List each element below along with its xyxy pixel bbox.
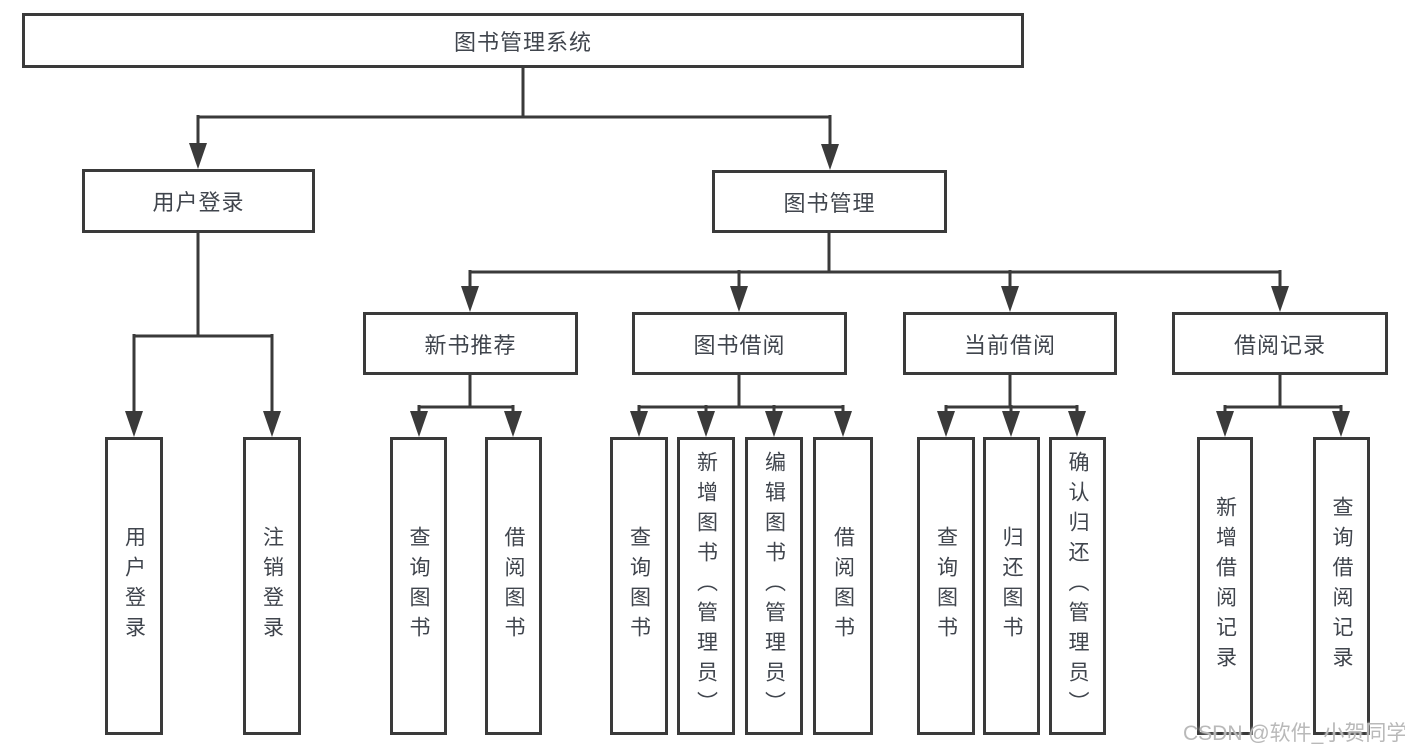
node-br-add-record-label: 新增借阅记录 <box>1213 496 1237 676</box>
node-cb-query-books-label: 查询图书 <box>934 526 958 646</box>
connector-bookmgmt <box>468 233 1282 290</box>
arrow-icon <box>189 143 207 169</box>
node-login-label: 用户登录 <box>122 526 146 646</box>
node-rec-borrow-books: 借阅图书 <box>485 437 542 735</box>
arrow-icon <box>410 411 428 437</box>
node-bb-borrow-books-label: 借阅图书 <box>831 526 855 646</box>
arrow-icon <box>1271 286 1289 312</box>
node-login: 用户登录 <box>105 437 163 735</box>
node-bb-add-books-label: 新增图书（管理员） <box>694 451 718 721</box>
arrow-icon <box>504 411 522 437</box>
arrow-icon <box>821 144 839 170</box>
node-user-login: 用户登录 <box>82 169 315 233</box>
node-bb-borrow-books: 借阅图书 <box>813 437 873 735</box>
node-root-label: 图书管理系统 <box>453 29 592 55</box>
connector-borrowrecords <box>1223 375 1343 416</box>
connector-bookborrow <box>637 375 845 416</box>
node-cb-return-books-label: 归还图书 <box>1000 526 1023 646</box>
node-new-book-rec-label: 新书推荐 <box>424 332 517 358</box>
connector-newbookrec <box>417 375 515 416</box>
node-bb-edit-books: 编辑图书（管理员） <box>745 437 803 735</box>
arrow-icon <box>730 286 748 312</box>
arrow-icon <box>263 411 281 437</box>
node-bb-add-books: 新增图书（管理员） <box>677 437 735 735</box>
node-cb-confirm-return-label: 确认归还（管理员） <box>1066 451 1089 721</box>
arrow-icon <box>630 411 648 437</box>
arrow-icon <box>834 411 852 437</box>
node-borrow-records: 借阅记录 <box>1172 312 1388 375</box>
node-rec-query-books-label: 查询图书 <box>407 526 430 646</box>
arrow-icon <box>765 411 783 437</box>
connector-currentborrow <box>944 375 1079 416</box>
node-book-borrow-label: 图书借阅 <box>693 332 786 358</box>
node-br-add-record: 新增借阅记录 <box>1197 437 1253 735</box>
node-cb-query-books: 查询图书 <box>917 437 975 735</box>
arrowheads <box>125 143 1350 437</box>
node-root: 图书管理系统 <box>22 13 1024 68</box>
node-br-query-record: 查询借阅记录 <box>1313 437 1370 735</box>
arrow-icon <box>1001 286 1019 312</box>
connector-root-stem <box>196 68 832 147</box>
node-bb-edit-books-label: 编辑图书（管理员） <box>762 451 786 721</box>
node-current-borrow: 当前借阅 <box>903 312 1117 375</box>
node-cb-return-books: 归还图书 <box>983 437 1040 735</box>
node-logout: 注销登录 <box>243 437 301 735</box>
csdn-watermark: CSDN @软件_小贺同学 <box>1183 722 1405 745</box>
node-book-mgmt-label: 图书管理 <box>783 190 876 216</box>
arrow-icon <box>125 411 143 437</box>
node-book-borrow: 图书借阅 <box>632 312 847 375</box>
node-new-book-rec: 新书推荐 <box>363 312 578 375</box>
node-borrow-records-label: 借阅记录 <box>1233 332 1326 358</box>
arrow-icon <box>937 411 955 437</box>
arrow-icon <box>461 286 479 312</box>
node-bb-query-books-label: 查询图书 <box>627 526 651 646</box>
node-current-borrow-label: 当前借阅 <box>963 332 1056 358</box>
arrow-icon <box>1332 411 1350 437</box>
connector-userlogin <box>132 233 274 416</box>
node-logout-label: 注销登录 <box>260 526 284 646</box>
node-cb-confirm-return: 确认归还（管理员） <box>1049 437 1106 735</box>
node-user-login-label: 用户登录 <box>152 190 245 215</box>
node-rec-query-books: 查询图书 <box>390 437 447 735</box>
node-book-mgmt: 图书管理 <box>712 170 947 233</box>
node-rec-borrow-books-label: 借阅图书 <box>502 526 525 646</box>
arrow-icon <box>1068 411 1086 437</box>
arrow-icon <box>1216 411 1234 437</box>
node-br-query-record-label: 查询借阅记录 <box>1330 496 1353 676</box>
node-bb-query-books: 查询图书 <box>610 437 668 735</box>
arrow-icon <box>1002 411 1020 437</box>
arrow-icon <box>697 411 715 437</box>
